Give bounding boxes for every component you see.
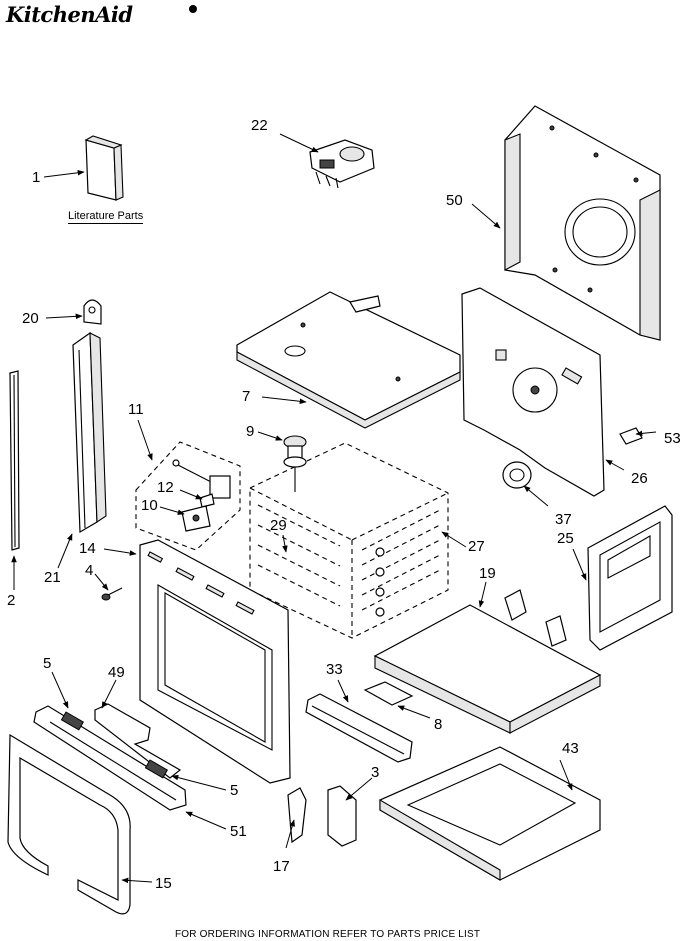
part-22-switch — [309, 139, 375, 189]
part-43-drip-pan — [379, 746, 601, 881]
part-53-clip — [619, 427, 643, 445]
part-25-side-panel — [587, 505, 673, 651]
part-27-oven-cavity — [249, 442, 449, 639]
callout-2: 2 — [7, 592, 16, 609]
part-7-top-panel — [236, 291, 461, 429]
callout-3: 3 — [371, 764, 380, 781]
brand-logo: KitchenAid — [6, 2, 133, 27]
callout-50: 50 — [446, 192, 463, 209]
part-14-front-frame — [139, 539, 291, 784]
callout-11: 11 — [128, 401, 144, 418]
ordering-info-footer: FOR ORDERING INFORMATION REFER TO PARTS … — [175, 929, 481, 940]
callout-8: 8 — [434, 716, 443, 733]
part-20-clip — [83, 299, 102, 325]
callout-7: 7 — [242, 388, 251, 405]
part-11-wiring-group — [135, 441, 241, 551]
callout-37: 37 — [555, 511, 572, 528]
part-49-baffle — [94, 703, 182, 779]
part-37-switch — [502, 461, 532, 489]
callout-21: 21 — [44, 569, 61, 586]
part-19-bottom-panel — [373, 589, 602, 734]
registered-mark-icon — [189, 5, 197, 13]
callout-33: 33 — [326, 661, 343, 678]
callout-17: 17 — [273, 858, 290, 875]
literature-parts-label: Literature Parts — [68, 210, 144, 224]
callout-43: 43 — [562, 740, 579, 757]
callout-25: 25 — [557, 530, 574, 547]
callout-12: 12 — [157, 479, 174, 496]
leader-lines — [11, 133, 657, 884]
part-26-back-bracket — [461, 287, 605, 497]
callout-10: 10 — [141, 497, 158, 514]
part-2-trim-strip — [9, 370, 20, 551]
part-51-vent-trim — [33, 705, 187, 811]
callout-51: 51 — [230, 823, 247, 840]
part-3-bracket — [327, 785, 357, 847]
part-5-spacer-left — [60, 711, 85, 731]
callout-53: 53 — [664, 430, 681, 447]
callout-29: 29 — [270, 517, 287, 534]
callout-14: 14 — [79, 540, 96, 557]
part-9-thermostat — [283, 435, 307, 492]
callout-5-upper: 5 — [43, 655, 52, 672]
callout-49: 49 — [108, 664, 125, 681]
part-50-rear-panel — [504, 105, 661, 341]
callout-9: 9 — [246, 423, 255, 440]
callout-19: 19 — [479, 565, 496, 582]
part-5-spacer-right — [144, 759, 169, 779]
callout-22: 22 — [251, 117, 268, 134]
part-8-bracket — [363, 681, 414, 706]
part-17-bracket — [287, 787, 307, 844]
callout-15: 15 — [155, 875, 172, 892]
callout-26: 26 — [631, 470, 648, 487]
callout-1: 1 — [32, 169, 41, 186]
callout-4: 4 — [85, 562, 94, 579]
part-33-bracket — [305, 693, 413, 763]
part-4-screw — [101, 587, 123, 601]
callout-27: 27 — [468, 538, 485, 555]
part-15-gasket — [7, 733, 131, 915]
callout-5-lower: 5 — [230, 782, 239, 799]
callout-20: 20 — [22, 310, 39, 327]
part-21-side-channel — [72, 331, 107, 534]
literature-booklet — [84, 135, 124, 201]
